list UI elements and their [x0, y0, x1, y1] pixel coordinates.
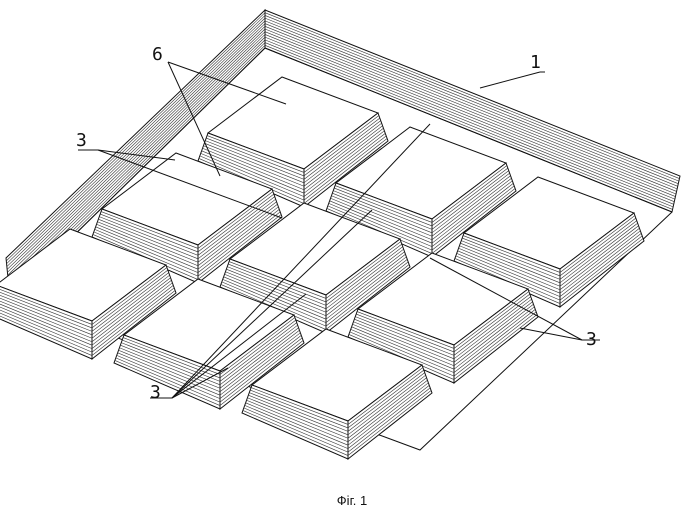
- leader-3-left-b: [97, 149, 283, 219]
- label-6: 6: [152, 44, 163, 65]
- pyramid-element: [241, 328, 433, 461]
- pyramid-grid: [0, 76, 645, 461]
- label-3-left: 3: [76, 130, 87, 151]
- leader-6b: [167, 61, 221, 177]
- leader-3-left-a: [97, 149, 176, 161]
- pyramid-element: [197, 76, 389, 209]
- leader-3-right-b: [519, 327, 583, 341]
- label-3-bottom: 3: [150, 382, 161, 403]
- pyramid-element: [219, 202, 411, 335]
- frame-back-wall: [264, 9, 681, 213]
- figure-caption: Фіг. 1: [337, 493, 367, 508]
- leader-3-bottom-a: [171, 123, 431, 399]
- leader-3-bottom-b: [171, 209, 373, 399]
- leader-3-bottom-d: [171, 367, 229, 399]
- label-1: 1: [530, 52, 541, 73]
- leader-lines: [78, 61, 600, 399]
- leader-6a: [167, 61, 287, 105]
- pyramid-element: [453, 176, 645, 309]
- pyramid-element: [0, 228, 177, 361]
- leader-3-right-a: [429, 257, 583, 341]
- pyramid-element: [91, 152, 283, 285]
- leader-1: [479, 71, 541, 89]
- label-3-right: 3: [586, 329, 597, 350]
- pyramid-element: [347, 252, 539, 385]
- pyramid-element: [113, 278, 305, 411]
- leader-3-bottom-c: [171, 293, 307, 399]
